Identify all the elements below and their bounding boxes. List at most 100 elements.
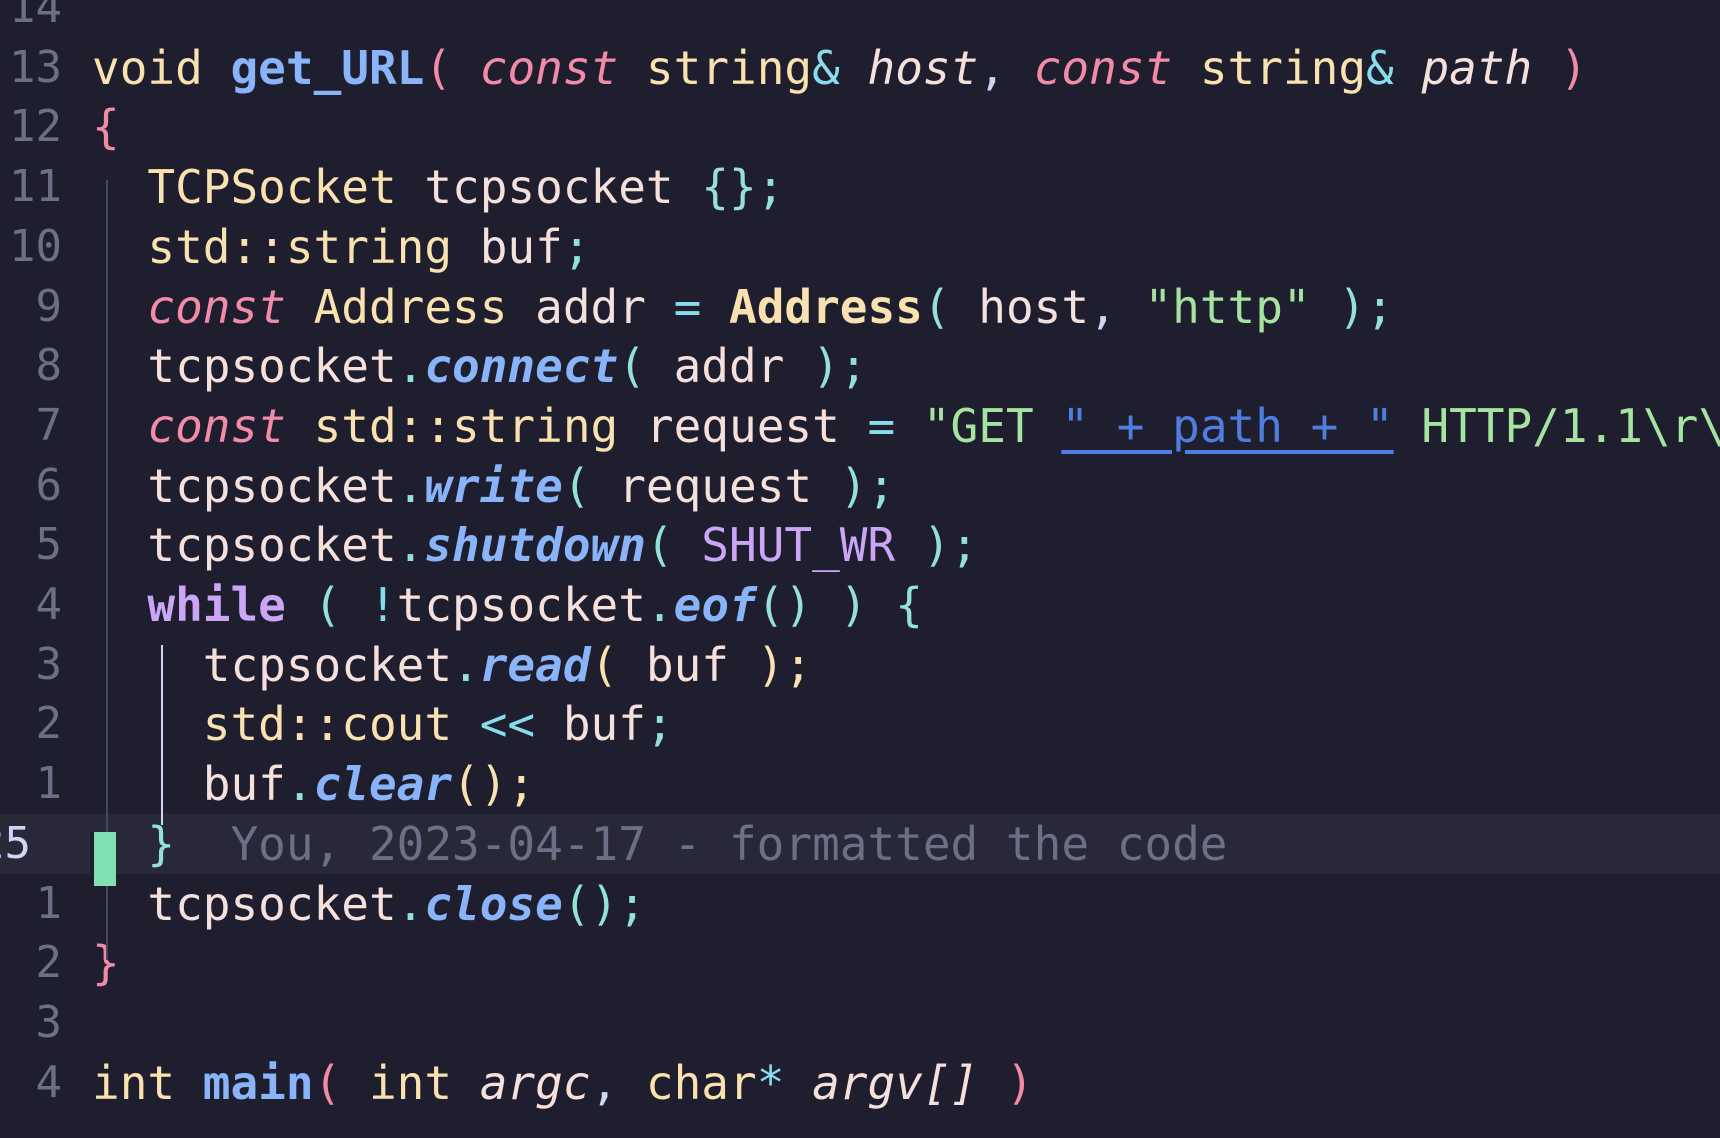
code-token: std::string — [92, 219, 453, 274]
code-token: , — [978, 40, 1034, 95]
line-number: 8 — [35, 340, 63, 392]
code-token: ( — [618, 339, 674, 394]
code-token: = — [673, 279, 702, 334]
code-token: = — [867, 398, 896, 453]
line-code: int main( int argc, char* argv[] ) — [92, 1053, 1034, 1113]
code-token: . — [396, 458, 425, 513]
code-token: & — [1366, 40, 1394, 95]
git-change-marker — [90, 832, 116, 886]
code-line[interactable]: 3 tcpsocket.read( buf ); — [0, 635, 1720, 695]
code-line[interactable]: 10 std::string buf; — [0, 217, 1720, 277]
code-token: ( — [645, 518, 702, 573]
line-code: tcpsocket.shutdown( SHUT_WR ); — [92, 515, 978, 575]
line-number: 3 — [35, 996, 63, 1048]
code-token: eof — [673, 578, 757, 632]
code-token: ); — [1310, 279, 1394, 334]
code-token: get_URL — [230, 40, 425, 95]
line-number: 6 — [35, 459, 63, 511]
code-token: ( — [922, 279, 979, 334]
code-token: tcpsocket — [92, 518, 397, 573]
code-token: host — [978, 279, 1090, 334]
code-line[interactable]: 3 — [0, 993, 1720, 1053]
code-token: argv[] — [784, 1055, 979, 1110]
code-token: ); — [784, 339, 868, 394]
line-code: while ( !tcpsocket.eof() ) { — [92, 575, 923, 635]
code-token: void — [92, 40, 231, 95]
code-token: request — [618, 458, 813, 513]
code-line[interactable]: 1 tcpsocket.close(); — [0, 874, 1720, 934]
code-token: ) — [978, 1055, 1034, 1110]
code-token: addr — [507, 279, 674, 334]
line-number: 25 — [0, 817, 31, 869]
line-number: 2 — [35, 698, 63, 750]
code-line[interactable]: 2 std::cout << buf; — [0, 694, 1720, 754]
code-token: shutdown — [424, 518, 646, 573]
code-token: , — [590, 1055, 646, 1110]
git-blame-annotation: You, 2023-04-17 - formatted the code — [175, 816, 1228, 871]
code-token: tcpsocket — [396, 160, 702, 215]
code-token: "http" — [1144, 279, 1311, 334]
line-number: 4 — [35, 579, 63, 630]
line-code: std::string buf; — [92, 217, 591, 277]
code-token: "GET — [895, 398, 1062, 453]
code-line[interactable]: 9 const Address addr = Address( host, "h… — [0, 277, 1720, 337]
line-code: const std::string request = "GET " + pat… — [92, 396, 1720, 456]
code-token: ); — [812, 458, 896, 513]
code-token: int — [368, 1055, 480, 1110]
code-token: () ) { — [756, 578, 923, 632]
code-line[interactable]: 6 tcpsocket.write( request ); — [0, 456, 1720, 516]
line-code: void get_URL( const string& host, const … — [92, 38, 1588, 98]
line-number: 14 — [9, 0, 62, 33]
code-token: int — [92, 1055, 203, 1110]
code-token: std::cout — [92, 697, 453, 752]
code-token: . — [645, 578, 674, 632]
code-token: tcpsocket — [396, 578, 646, 632]
code-token: } — [92, 816, 176, 871]
code-token: connect — [424, 339, 619, 394]
line-number: 1 — [35, 877, 63, 929]
code-line[interactable]: 5 tcpsocket.shutdown( SHUT_WR ); — [0, 515, 1720, 575]
code-line[interactable]: 2} — [0, 933, 1720, 993]
code-token: const — [147, 279, 286, 334]
code-token: buf — [92, 757, 286, 812]
code-line[interactable]: 7 const std::string request = "GET " + p… — [0, 396, 1720, 456]
line-code: const Address addr = Address( host, "htt… — [92, 277, 1394, 337]
code-token: ); — [895, 518, 979, 573]
code-line[interactable]: 12{ — [0, 97, 1720, 157]
code-token: Address — [701, 279, 923, 334]
code-line[interactable]: 14 — [0, 0, 1720, 38]
code-line[interactable]: 1 buf.clear(); — [0, 754, 1720, 814]
line-number: 10 — [9, 220, 62, 272]
code-token: tcpsocket — [92, 637, 453, 692]
code-line[interactable]: 4 while ( !tcpsocket.eof() ) { — [0, 575, 1720, 635]
code-token: main — [202, 1055, 314, 1110]
line-code: } You, 2023-04-17 - formatted the code — [92, 814, 1227, 874]
code-token: } — [92, 936, 120, 991]
line-code: tcpsocket.write( request ); — [92, 456, 895, 516]
string-link[interactable]: " + path + " — [1061, 398, 1394, 453]
code-token: tcpsocket — [92, 876, 397, 931]
code-token: clear — [313, 757, 453, 812]
code-line-current[interactable]: 25 } You, 2023-04-17 - formatted the cod… — [0, 813, 1720, 874]
code-token: argc — [479, 1055, 591, 1110]
code-token: . — [452, 637, 480, 692]
code-token: write — [424, 458, 563, 513]
code-line[interactable]: 11 TCPSocket tcpsocket {}; — [0, 157, 1720, 217]
code-token: ( — [424, 40, 480, 95]
code-token: std::string — [285, 398, 619, 453]
line-code: tcpsocket.close(); — [92, 874, 646, 934]
code-token: while — [147, 578, 286, 632]
code-token: string — [618, 40, 813, 95]
code-token: Address — [285, 279, 508, 334]
code-token: ; — [562, 219, 591, 274]
code-token: request — [618, 398, 868, 453]
code-token: ( — [285, 578, 369, 632]
code-line[interactable]: 8 tcpsocket.connect( addr ); — [0, 336, 1720, 396]
code-token: (); — [562, 876, 646, 931]
code-token: ( — [313, 1055, 369, 1110]
line-code: TCPSocket tcpsocket {}; — [92, 157, 784, 217]
code-token: ) — [1532, 40, 1588, 95]
